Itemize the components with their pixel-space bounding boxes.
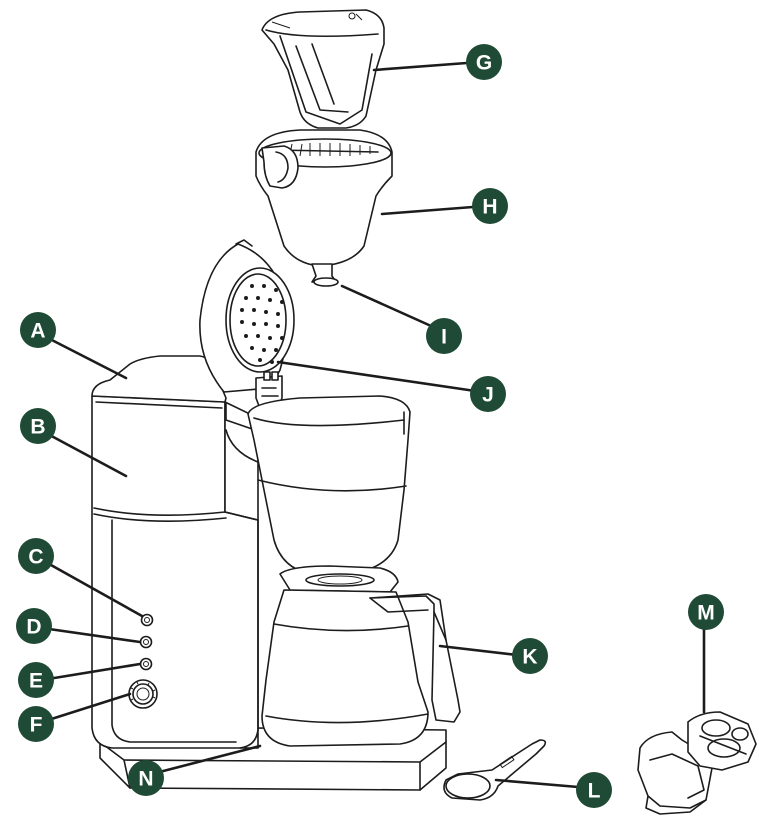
leader-h [382, 206, 486, 214]
leader-g [374, 62, 480, 70]
callout-b: B [20, 408, 56, 444]
callout-e: E [18, 662, 54, 698]
callout-j-label: J [482, 384, 494, 407]
measuring-scoop [444, 740, 545, 800]
callout-a-label: A [30, 320, 45, 343]
callout-f: F [18, 706, 54, 742]
leader-a [44, 336, 126, 378]
leader-i [342, 286, 440, 330]
callout-n-label: N [138, 768, 153, 791]
brew-basket [256, 130, 392, 286]
callout-h: H [472, 188, 508, 224]
callout-a: A [20, 312, 56, 348]
callout-k: K [512, 638, 548, 674]
callout-k-label: K [522, 646, 537, 669]
callout-c-label: C [28, 546, 43, 569]
machine-body [92, 356, 258, 748]
leader-j [278, 362, 482, 392]
control-dial-f [129, 680, 157, 708]
callout-n: N [128, 760, 164, 796]
callout-l: L [576, 772, 612, 808]
control-button-d [141, 637, 152, 648]
callout-c: C [18, 538, 54, 574]
thermal-carafe [262, 566, 460, 746]
water-filter-holder [638, 712, 756, 814]
control-button-e [141, 659, 152, 670]
callout-m: M [688, 594, 724, 630]
callout-m-label: M [697, 602, 715, 625]
callout-i: I [426, 318, 462, 354]
callout-b-label: B [30, 416, 45, 439]
callout-d-label: D [26, 616, 41, 639]
callout-e-label: E [29, 670, 43, 693]
callout-l-label: L [588, 780, 601, 803]
callout-g: G [466, 44, 502, 80]
leader-l [496, 780, 590, 788]
callout-f-label: F [30, 714, 43, 737]
callout-j: J [470, 376, 506, 412]
paper-filter [262, 10, 384, 128]
callout-d: D [16, 608, 52, 644]
callout-g-label: G [476, 52, 492, 75]
callout-i-label: I [441, 326, 447, 349]
brew-chamber [248, 396, 410, 574]
callout-h-label: H [482, 196, 497, 219]
